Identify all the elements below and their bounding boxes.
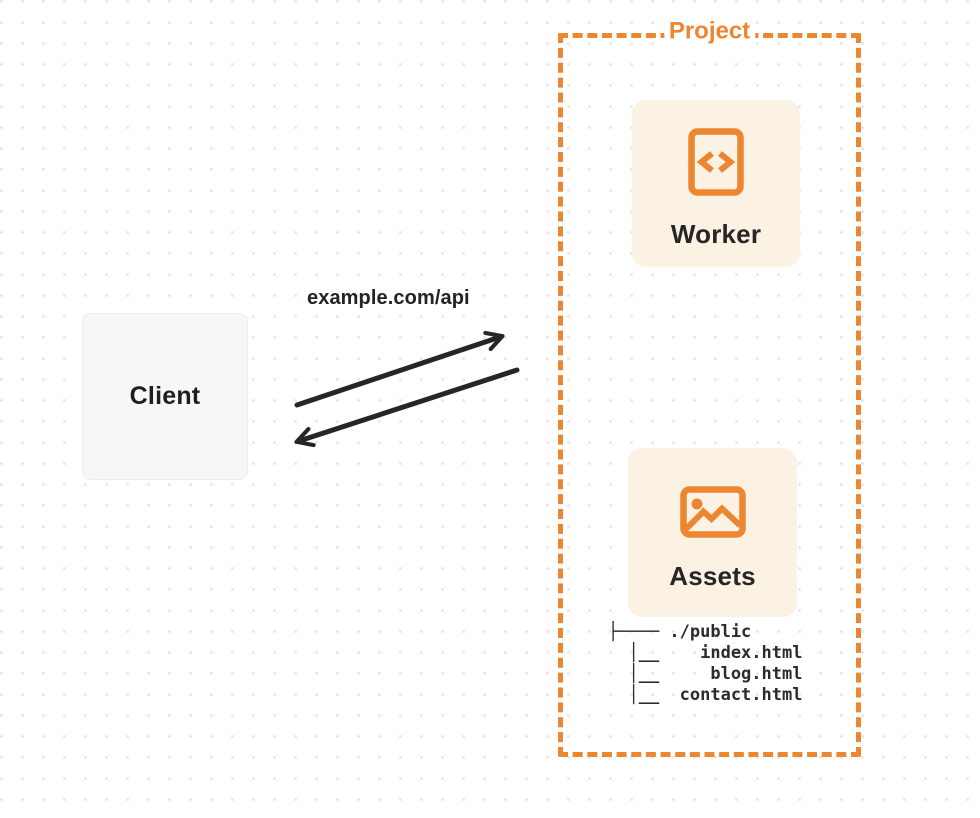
image-icon	[679, 486, 746, 538]
request-response-arrows	[294, 331, 520, 448]
project-label: Project	[663, 17, 756, 47]
file-tree-root: ├──── ./public	[608, 622, 752, 642]
code-document-icon	[688, 128, 744, 196]
request-arrow	[294, 331, 505, 408]
request-url-label: example.com/api	[307, 287, 470, 309]
file-tree-item: │__ blog.html	[608, 664, 803, 684]
project-boundary: Project Worker Assets ├──── ./public │__…	[558, 17, 861, 757]
client-label: Client	[129, 382, 201, 410]
assets-label: Assets	[669, 561, 756, 591]
response-arrow	[294, 367, 520, 448]
file-tree-item: │__ contact.html	[608, 685, 803, 705]
worker-label: Worker	[670, 219, 762, 249]
client-node: Client	[82, 313, 248, 480]
assets-node: Assets	[628, 448, 797, 617]
file-tree-item: │__ index.html	[608, 643, 803, 663]
file-tree: ├──── ./public │__ index.html │__ blog.h…	[608, 622, 802, 706]
worker-node: Worker	[632, 100, 800, 267]
